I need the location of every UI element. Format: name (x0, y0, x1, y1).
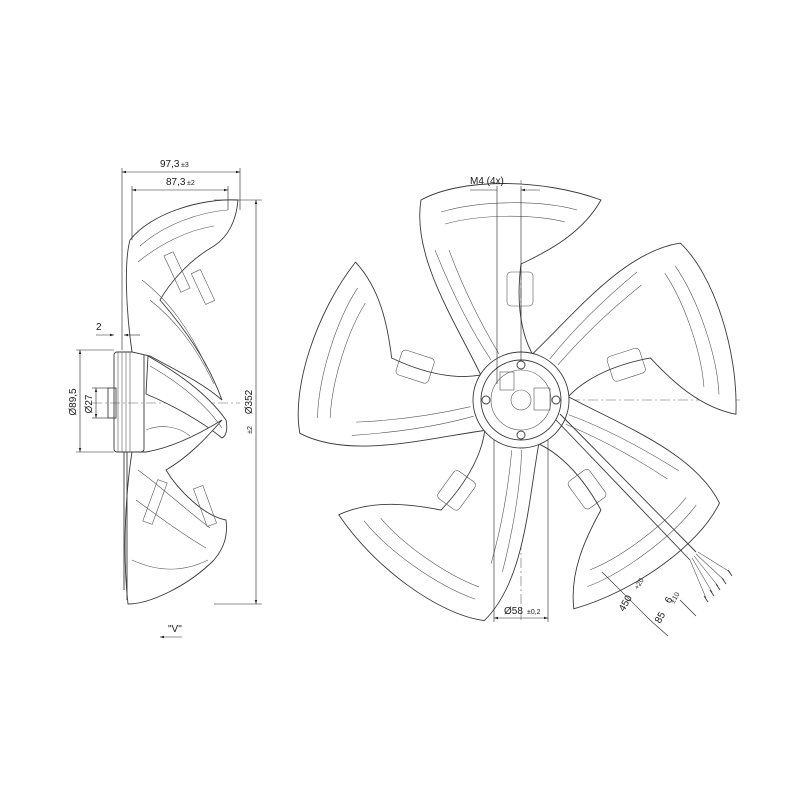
front-hub-center (490, 369, 552, 431)
side-blade-lower (124, 419, 227, 605)
front-blade-1 (419, 183, 602, 389)
dim-shaft-diameter: Ø27 (84, 394, 95, 413)
blade-edge (145, 426, 191, 437)
blade-groove (589, 497, 687, 571)
blade-edge (149, 365, 223, 429)
blade-window (606, 347, 646, 382)
dim-line-cable (601, 571, 651, 621)
blade-edge (137, 469, 211, 529)
blade-groove (363, 520, 476, 600)
side-blade-upper (125, 199, 239, 401)
front-hub-boss (510, 389, 532, 411)
hub-terminal-box (499, 371, 515, 391)
blade-edge (141, 279, 207, 367)
front-view: M4 (4x) Ø58 ±0,2 450 +20 85 ±10 6 (297, 176, 740, 637)
blade-groove (502, 449, 523, 572)
blade-groove (664, 273, 705, 387)
blade-groove (317, 287, 358, 418)
blade-groove (674, 265, 720, 395)
dim-hub-depth-tol: ±2 (187, 180, 195, 187)
blade-edge (149, 299, 215, 385)
dim-cable-length: 450 (617, 593, 635, 613)
side-view: 97,3 ±3 87,3 ±2 2 Ø89,5 Ø27 Ø352 ±2 "V" (68, 159, 262, 639)
blade-window (567, 469, 607, 510)
dim-center-diameter: Ø58 (504, 606, 523, 617)
blade-window (395, 349, 435, 384)
cable (559, 413, 697, 553)
blade-groove (440, 202, 578, 213)
side-blade-middle (145, 355, 228, 439)
dim-mount-thread: M4 (4x) (470, 176, 504, 187)
mount-hole (481, 395, 491, 405)
side-cable (123, 452, 128, 600)
mount-hole (551, 395, 561, 405)
blade-window (437, 470, 476, 511)
blade-outline (518, 389, 720, 610)
blade-groove (587, 504, 697, 587)
blade-edge (135, 499, 207, 549)
blade-groove (549, 271, 638, 360)
blade-outline (297, 261, 501, 447)
blade-slot (193, 485, 217, 527)
blade-window (506, 271, 534, 307)
blade-slot (163, 251, 191, 293)
front-hub-outer (472, 351, 570, 449)
blade-groove (356, 406, 471, 423)
blade-groove (351, 415, 474, 436)
dim-wire-strip: 6 (663, 595, 676, 606)
front-blade-3 (518, 389, 720, 610)
blade-groove (444, 215, 566, 225)
blade-edge (139, 209, 229, 247)
blade-outline (521, 242, 737, 415)
view-label: "V" (168, 624, 182, 635)
blade-edge (137, 225, 215, 263)
dim-overall-depth: 97,3 (160, 159, 180, 170)
wire-ends (703, 569, 733, 603)
blade-outline (338, 409, 542, 622)
side-shaft (107, 387, 117, 419)
dim-fan-diameter-tol: ±2 (247, 426, 254, 434)
front-blades (297, 183, 737, 622)
blade-groove (329, 302, 366, 418)
blade-groove (434, 249, 492, 361)
dim-strip-length: 85 (653, 610, 668, 626)
blade-groove (380, 517, 480, 588)
dim-fan-diameter: Ø352 (244, 389, 255, 414)
front-blade-4 (338, 409, 542, 622)
blade-groove (557, 284, 642, 366)
blade-groove (448, 249, 500, 355)
blade-groove (490, 450, 513, 564)
mount-hole (516, 430, 526, 440)
dim-hub-diameter: Ø89,5 (68, 388, 79, 416)
blade-groove (565, 424, 668, 480)
dim-hub-depth: 87,3 (166, 177, 186, 188)
side-hub-body (113, 351, 145, 453)
blade-groove (568, 414, 679, 472)
dim-strip-length-tol: ±10 (670, 591, 682, 605)
cable (555, 419, 691, 561)
cable-wires (689, 551, 731, 599)
dim-overall-depth-tol: ±3 (181, 162, 189, 169)
blade-edge (131, 559, 209, 570)
mount-hole (516, 360, 526, 370)
blade-slot (142, 479, 168, 525)
front-blade-5 (297, 261, 501, 447)
dim-offset: 2 (96, 322, 102, 333)
dim-center-diameter-tol: ±0,2 (527, 609, 541, 616)
blade-slot (190, 269, 216, 305)
front-blade-2 (521, 242, 737, 415)
hub-label-plate (533, 387, 551, 411)
dim-line-strip (649, 619, 669, 637)
blade-outline (419, 183, 602, 389)
dim-line-wire-strip (679, 599, 697, 617)
